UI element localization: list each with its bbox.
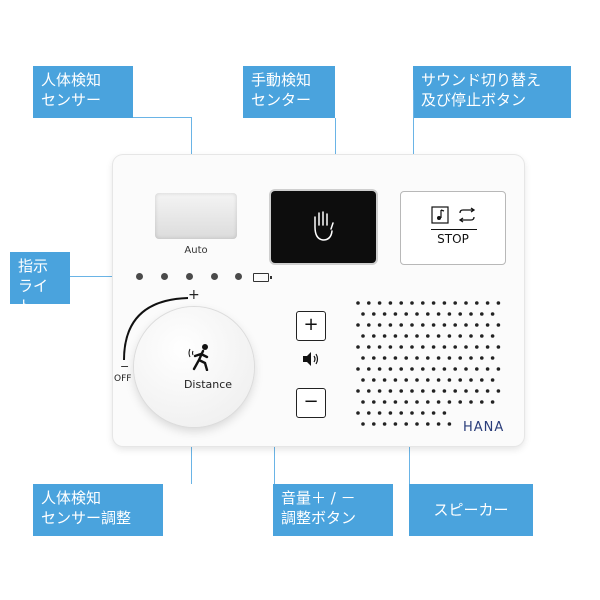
stop-label: STOP	[437, 232, 469, 246]
auto-label: Auto	[184, 245, 208, 256]
indicator-light-2	[161, 273, 168, 280]
battery-icon	[253, 273, 272, 282]
dial-arc	[123, 297, 189, 361]
sound-stop-button[interactable]: STOP	[400, 191, 506, 265]
dial-minus-label: −	[120, 360, 130, 373]
callout-speaker: スピーカー	[409, 484, 533, 536]
connector-sound	[413, 90, 414, 191]
dial-plus-label: +	[188, 287, 200, 303]
indicator-light-1	[136, 273, 143, 280]
motion-sensor	[155, 193, 237, 239]
repeat-icon	[458, 207, 476, 223]
music-note-icon	[431, 206, 449, 224]
walking-person-icon	[188, 344, 209, 371]
volume-up-button[interactable]: +	[296, 311, 326, 341]
volume-down-button[interactable]: −	[296, 388, 326, 418]
callout-volume-buttons: 音量＋ / － 調整ボタン	[273, 484, 393, 536]
callout-sensor-adjust: 人体検知 センサー調整	[33, 484, 163, 536]
indicator-light-3	[186, 273, 193, 280]
callout-hand-sensor: 手動検知 センター	[243, 66, 335, 118]
indicator-light-4	[211, 273, 218, 280]
hand-sensor-button[interactable]	[271, 191, 376, 263]
callout-indicator: 指示 ライト	[10, 252, 70, 315]
connector-adjust	[191, 427, 192, 484]
callout-sound-switch: サウンド切り替え 及び停止ボタン	[413, 66, 571, 118]
connector-motion	[133, 117, 191, 118]
callout-motion-sensor: 人体検知 センサー	[33, 66, 133, 118]
speaker-grille	[356, 301, 501, 426]
indicator-light-5	[235, 273, 242, 280]
dial-off-label: OFF	[114, 374, 132, 384]
distance-label: Distance	[183, 378, 233, 391]
speaker-icon	[303, 352, 319, 366]
brand-label: HANA	[463, 420, 505, 435]
hand-icon	[314, 211, 334, 241]
connector-indicator	[70, 276, 136, 277]
connector-hand	[335, 118, 336, 191]
